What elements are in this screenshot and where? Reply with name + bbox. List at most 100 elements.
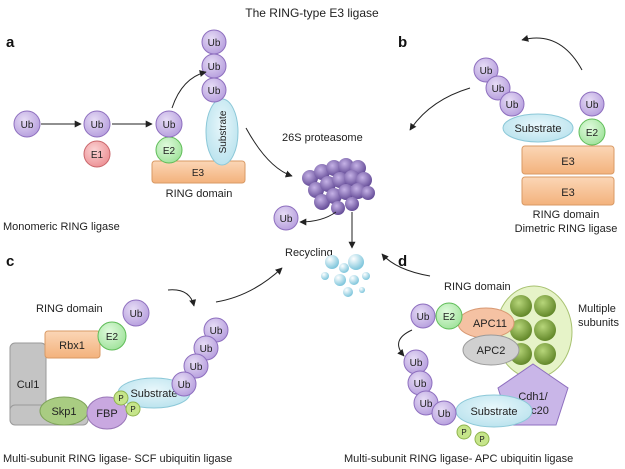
ub-chain-c-2-label: Ub [200, 344, 213, 355]
ub-chain-b-3-label: Ub [506, 100, 519, 111]
ub-free-label: Ub [21, 120, 34, 131]
e2-label-c: E2 [106, 332, 119, 343]
recycling-label: Recycling [285, 247, 333, 259]
ub-chain-c-3-label: Ub [190, 362, 203, 373]
cul1-label: Cul1 [17, 379, 40, 391]
apc2-protein [462, 334, 520, 366]
ub-on-e1 [83, 110, 111, 138]
phosphate-d-2-label: P [479, 435, 484, 444]
multiple-subunits-label-2: subunits [578, 317, 619, 329]
substrate-label-c: Substrate [130, 388, 177, 400]
rbx1-protein [44, 330, 101, 359]
apc2-label: APC2 [477, 345, 506, 357]
ub-chain-d-4-label: Ub [438, 409, 451, 420]
subunit-1 [510, 295, 532, 317]
subunit-3 [510, 319, 532, 341]
ring-domain-label-c: RING domain [36, 303, 103, 315]
ub-on-e2-d-label: Ub [417, 312, 430, 323]
ring-domain-label-d: RING domain [444, 281, 511, 293]
skp1-label: Skp1 [51, 406, 76, 418]
apc11-label: APC11 [473, 318, 507, 330]
ub-chain-c-4 [171, 371, 197, 397]
ub-chain-a-3 [201, 77, 227, 103]
proteasome-label: 26S proteasome [282, 132, 363, 144]
ub-chain-d-4 [431, 400, 457, 426]
ub-chain-a-3-label: Ub [208, 86, 221, 97]
e1-protein [83, 140, 111, 168]
e2-protein-c [97, 321, 127, 351]
phosphate-d-2 [474, 431, 490, 447]
fbp-label: FBP [96, 408, 117, 420]
phosphate-c-2 [125, 401, 141, 417]
ub-released [273, 205, 299, 231]
panel-a-caption: Monomeric RING ligase [3, 221, 120, 233]
substrate-label-d: Substrate [470, 406, 517, 418]
panel-d: d RING domain Multiple subunits APC11 AP… [344, 253, 619, 465]
e3-label-a: E3 [192, 168, 205, 179]
e2-label-b: E2 [586, 128, 599, 139]
panel-b: b E3 E3 Substrate E2 Ub Ub Ub Ub RING do… [398, 34, 617, 235]
arrow-c-to-recycling [215, 267, 283, 303]
proteasome-26s [302, 158, 375, 215]
arrow-transfer-a [171, 70, 207, 109]
ub-on-e2-c [122, 299, 150, 327]
phosphate-d-1 [456, 424, 472, 440]
subunit-2 [534, 295, 556, 317]
substrate-label-a: Substrate [218, 110, 229, 153]
ub-on-e2-a-label: Ub [163, 120, 176, 131]
ub-chain-d-1-label: Ub [410, 358, 423, 369]
ub-on-e2-a [155, 110, 183, 138]
ub-chain-a-2-label: Ub [208, 62, 221, 73]
phosphate-c-1 [113, 390, 129, 406]
panel-a-letter: a [6, 34, 15, 51]
e2-label-d: E2 [443, 312, 456, 323]
subunit-6 [534, 343, 556, 365]
center-pathway: 26S proteasome Ub Recycling [215, 87, 471, 303]
arrow-cycle-b [521, 35, 583, 71]
panel-d-letter: d [398, 253, 407, 270]
panel-c-letter: c [6, 253, 14, 270]
e3-box-b-bottom [521, 176, 615, 206]
subunit-4 [534, 319, 556, 341]
ub-chain-b-2 [485, 75, 511, 101]
e3-label-b-top: E3 [561, 156, 574, 168]
ub-on-e2-b [579, 91, 605, 117]
arrow-a-to-proteasome [245, 127, 293, 178]
ub-chain-b-1-label: Ub [480, 66, 493, 77]
panel-a: a Ub E1 Ub E3 RING domain Substrate E2 U… [3, 29, 246, 233]
phosphate-c-1-label: P [118, 394, 123, 403]
panel-b-letter: b [398, 34, 407, 51]
e3-box-b-top [521, 145, 615, 175]
ub-chain-b-2-label: Ub [492, 84, 505, 95]
ub-released-label: Ub [280, 214, 293, 225]
cdh1-label-1: Cdh1/ [518, 391, 548, 403]
arrow-transfer-d [397, 329, 413, 357]
ub-chain-b-3 [499, 91, 525, 117]
ub-chain-c-3 [183, 353, 209, 379]
ring-domain-label-a: RING domain [166, 188, 233, 200]
phosphate-c-2-label: P [130, 405, 135, 414]
ub-on-e2-b-label: Ub [586, 100, 599, 111]
ub-chain-d-3-label: Ub [420, 399, 433, 410]
e3-label-b-bottom: E3 [561, 187, 574, 199]
ub-on-e2-c-label: Ub [130, 309, 143, 320]
arrow-to-ub-released [299, 211, 337, 226]
e1-label: E1 [91, 150, 104, 161]
substrate-label-b: Substrate [514, 123, 561, 135]
ub-chain-b-1 [473, 57, 499, 83]
substrate-b [502, 113, 574, 143]
panel-c-caption: Multi-subunit RING ligase- SCF ubiquitin… [3, 453, 232, 465]
e2-protein-b [578, 118, 606, 146]
diagram-title: The RING-type E3 ligase [245, 6, 379, 20]
ub-chain-d-2-label: Ub [414, 379, 427, 390]
arrow-b-to-proteasome [409, 87, 471, 131]
ub-free [13, 110, 41, 138]
phosphate-d-1-label: P [461, 428, 466, 437]
rbx1-label: Rbx1 [59, 340, 85, 352]
ub-chain-a-1-label: Ub [208, 38, 221, 49]
ub-chain-c-4-label: Ub [178, 380, 191, 391]
ub-on-e2-d [410, 303, 436, 329]
panel-b-caption-2: Dimetric RING ligase [515, 223, 618, 235]
